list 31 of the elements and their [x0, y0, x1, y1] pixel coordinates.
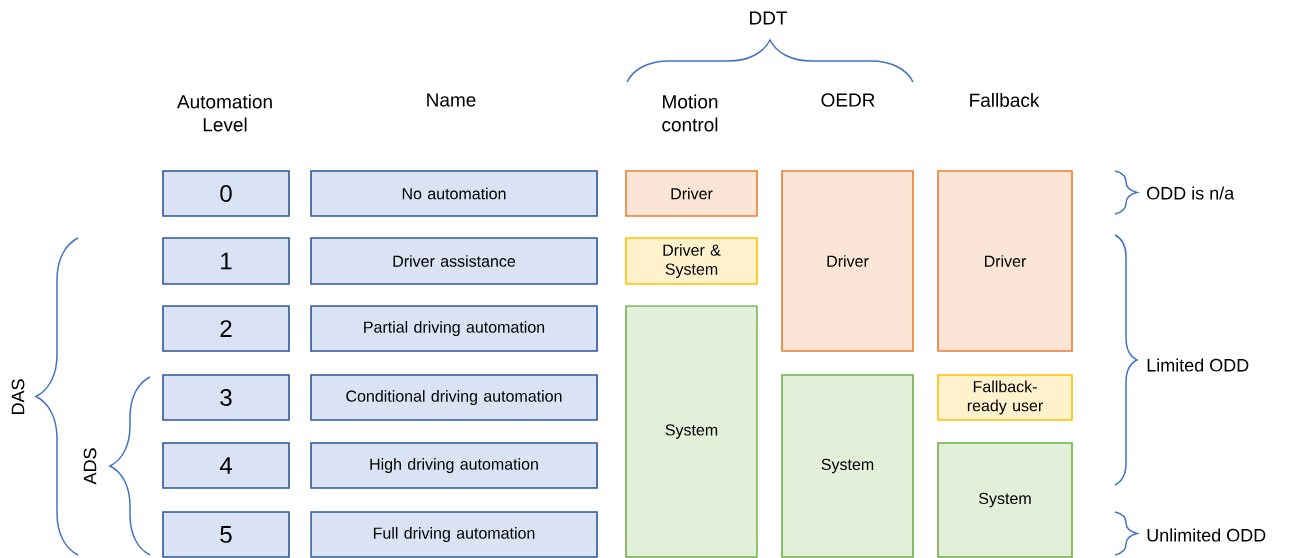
role-box: Driver & System: [625, 237, 758, 285]
role-box: System: [625, 305, 758, 558]
column-header: Automation Level: [177, 94, 272, 132]
role-box: System: [781, 374, 914, 558]
bracket-label: ODD is n/a: [1147, 186, 1235, 200]
name-box: High driving automation: [310, 442, 598, 489]
column-header: Name: [427, 93, 476, 107]
name-box: Full driving automation: [310, 511, 598, 558]
level-box: 5: [162, 511, 290, 558]
level-box: 3: [162, 374, 290, 421]
name-box: Driver assistance: [310, 237, 598, 285]
role-box: Fallback-ready user: [937, 374, 1073, 421]
bracket-label: Unlimited ODD: [1147, 528, 1266, 542]
name-box: Conditional driving automation: [310, 374, 598, 421]
level-box: 1: [162, 237, 290, 285]
role-box: Driver: [937, 170, 1073, 352]
role-box: Driver: [781, 170, 914, 352]
level-box: 2: [162, 305, 290, 352]
role-box: System: [937, 442, 1073, 558]
level-box: 0: [162, 170, 290, 217]
bracket-label: DAS: [11, 379, 25, 415]
bracket-label: DDT: [750, 11, 788, 25]
bracket-label: Limited ODD: [1147, 358, 1249, 372]
name-box: Partial driving automation: [310, 305, 598, 352]
column-header: OEDR: [821, 93, 875, 107]
column-header: Motion control: [662, 94, 718, 132]
level-box: 4: [162, 442, 290, 489]
bracket-label: ADS: [83, 448, 97, 485]
name-box: No automation: [310, 170, 598, 217]
column-header: Fallback: [970, 93, 1040, 107]
role-box: Driver: [625, 170, 758, 217]
